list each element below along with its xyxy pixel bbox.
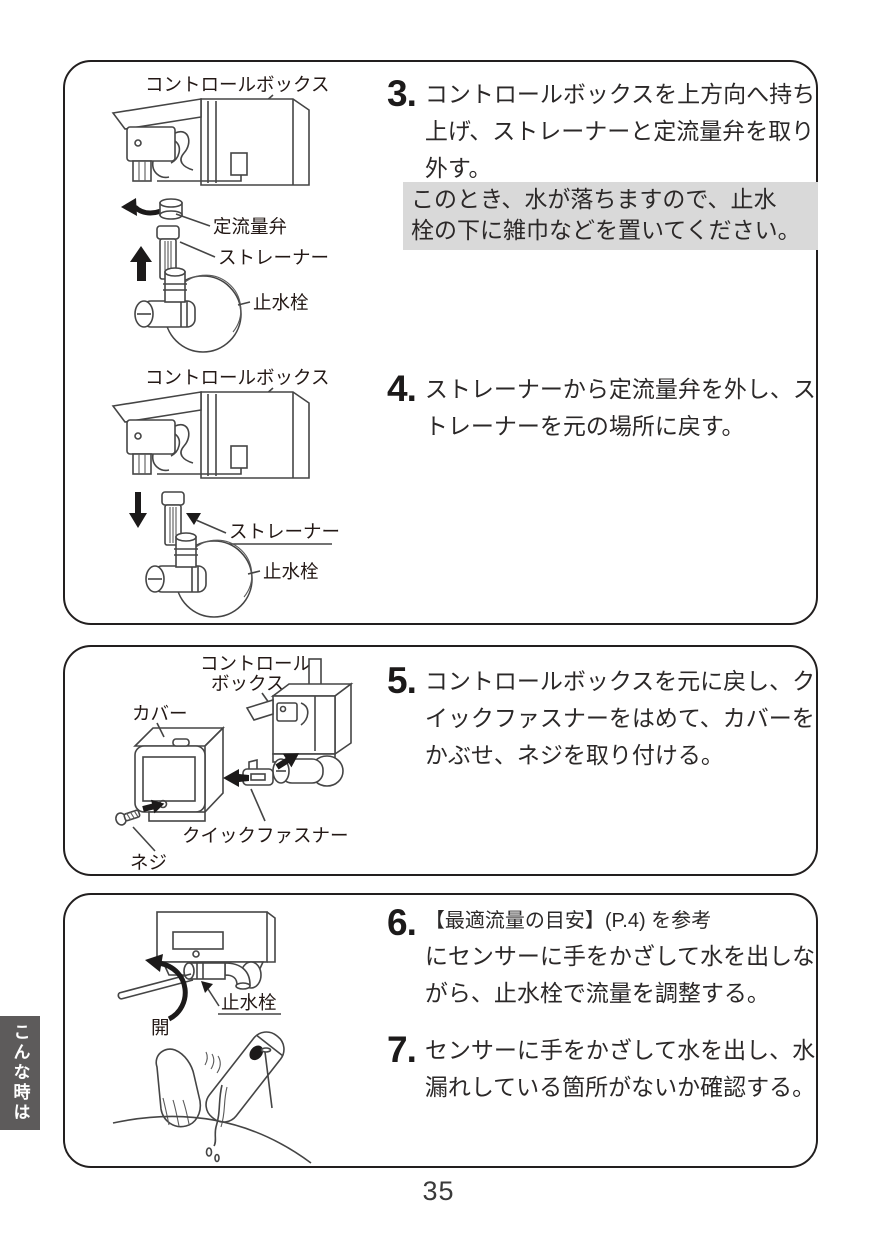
label-quick-fastener: クイックファスナー	[182, 825, 349, 846]
step-4-text: ストレーナーから定流量弁を外し、ストレーナーを元の場所に戻す。	[424, 376, 816, 439]
down-arrow-icon	[129, 492, 147, 528]
step-6-reference: 【最適流量の目安】(P.4) を参考	[424, 910, 712, 932]
hand-art	[155, 1048, 202, 1128]
step-7-number: 7.	[387, 1029, 417, 1070]
label-control-box-line2: ボックス	[211, 673, 284, 694]
step-3: 3. コントロールボックスを上方向へ持ち上げ、ストレーナーと定流量弁を取り外す。	[387, 73, 821, 187]
label-control-box: コントロールボックス	[145, 367, 329, 388]
step-7-text: センサーに手をかざして水を出し、水漏れしている箇所がないか確認する。	[424, 1037, 816, 1100]
instruction-box-step-5: コントロール ボックス	[63, 645, 818, 876]
diagram-remove-strainer: コントロールボックス 定流量弁 ストレーナー 止水栓	[112, 74, 329, 353]
label-strainer: ストレーナー	[218, 247, 329, 268]
diagram-adjust-flow: 開 止水栓	[112, 911, 312, 1164]
step-6-number: 6.	[387, 902, 417, 943]
step-4: 4. ストレーナーから定流量弁を外し、ストレーナーを元の場所に戻す。	[387, 368, 821, 445]
label-stop-valve: 止水栓	[253, 292, 309, 313]
step-5: 5. コントロールボックスを元に戻し、クイックファスナーをはめて、カバーをかぶせ…	[387, 660, 821, 774]
up-arrow-icon	[130, 246, 152, 281]
chapter-tab: こんな時は	[0, 1016, 40, 1130]
diagram-reassemble-cover: コントロール ボックス	[115, 653, 354, 873]
water-drip-note: このとき、水が落ちますので、止水 栓の下に雑巾などを置いてください。	[403, 182, 818, 250]
label-screw: ネジ	[130, 852, 167, 873]
open-direction-arrow-icon	[158, 960, 188, 1022]
step-5-text: コントロールボックスを元に戻し、クイックファスナーをはめて、カバーをかぶせ、ネジ…	[424, 668, 816, 768]
label-strainer: ストレーナー	[229, 521, 340, 542]
step-6-text: にセンサーに手をかざして水を出しながら、止水栓で流量を調整する。	[424, 943, 816, 1006]
label-control-box-line1: コントロール	[200, 653, 311, 674]
label-control-box: コントロールボックス	[145, 74, 329, 95]
assembly-arrow-icon	[275, 753, 300, 770]
assembly-arrow-icon	[223, 769, 249, 787]
label-cover: カバー	[132, 703, 188, 724]
label-stop-valve: 止水栓	[263, 561, 319, 582]
assembly-arrow-icon	[142, 799, 165, 814]
instruction-box-steps-6-7: 開 止水栓	[63, 893, 818, 1168]
page-number: 35	[422, 1176, 455, 1206]
step-4-number: 4.	[387, 368, 417, 409]
step-3-text: コントロールボックスを上方向へ持ち上げ、ストレーナーと定流量弁を取り外す。	[424, 81, 816, 181]
step-6: 6. 【最適流量の目安】(P.4) を参考 にセンサーに手をかざして水を出しなが…	[387, 902, 821, 1012]
diagram-return-strainer: コントロールボックス ストレーナー 止水栓	[112, 367, 340, 618]
label-flow-valve: 定流量弁	[213, 216, 287, 237]
label-stop-valve: 止水栓	[221, 992, 277, 1013]
screw-art	[115, 809, 141, 826]
instruction-box-steps-3-4: コントロールボックス 定流量弁 ストレーナー 止水栓 3. コントロールボックス…	[63, 60, 818, 625]
step-3-number: 3.	[387, 73, 417, 114]
step-5-number: 5.	[387, 660, 417, 701]
step-7: 7. センサーに手をかざして水を出し、水漏れしている箇所がないか確認する。	[387, 1029, 821, 1106]
label-open: 開	[151, 1017, 170, 1038]
